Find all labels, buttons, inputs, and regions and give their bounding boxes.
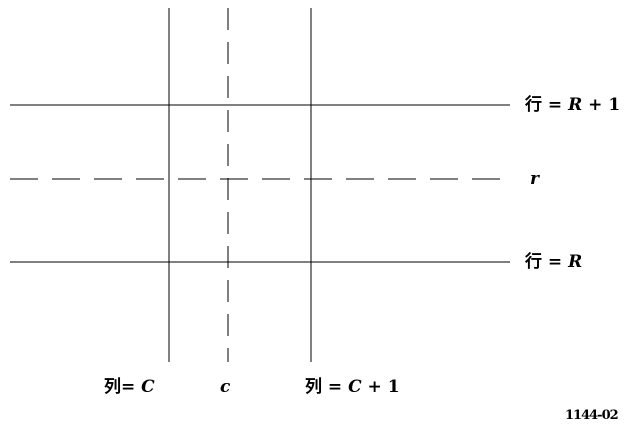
row-r-plus-1-suffix: + 1 <box>582 95 621 115</box>
column-c-plus-1-prefix: 列 = <box>305 377 349 397</box>
column-c-plus-1-variable: C <box>348 377 362 397</box>
column-c-label: 列= C <box>104 377 155 397</box>
row-r-variable: R <box>568 252 583 272</box>
figure-code-text: 1144-02 <box>565 408 619 423</box>
row-r-label: 行 = R <box>525 252 582 272</box>
row-r-prefix: 行 = <box>525 252 569 272</box>
row-r-plus-1-prefix: 行 = <box>525 95 569 115</box>
column-c-plus-1-label: 列 = C + 1 <box>305 377 400 397</box>
column-c-dashed-variable: c <box>220 377 231 397</box>
column-c-dashed-label: c <box>220 377 230 397</box>
figure-code: 1144-02 <box>565 406 619 426</box>
row-r-plus-1-variable: R <box>568 95 583 115</box>
column-c-plus-1-suffix: + 1 <box>361 377 400 397</box>
row-r-dashed-variable: r <box>530 169 539 189</box>
column-c-variable: C <box>141 377 155 397</box>
column-c-prefix: 列= <box>104 377 142 397</box>
row-r-plus-1-label: 行 = R + 1 <box>525 95 620 115</box>
row-r-dashed-label: r <box>530 169 539 189</box>
